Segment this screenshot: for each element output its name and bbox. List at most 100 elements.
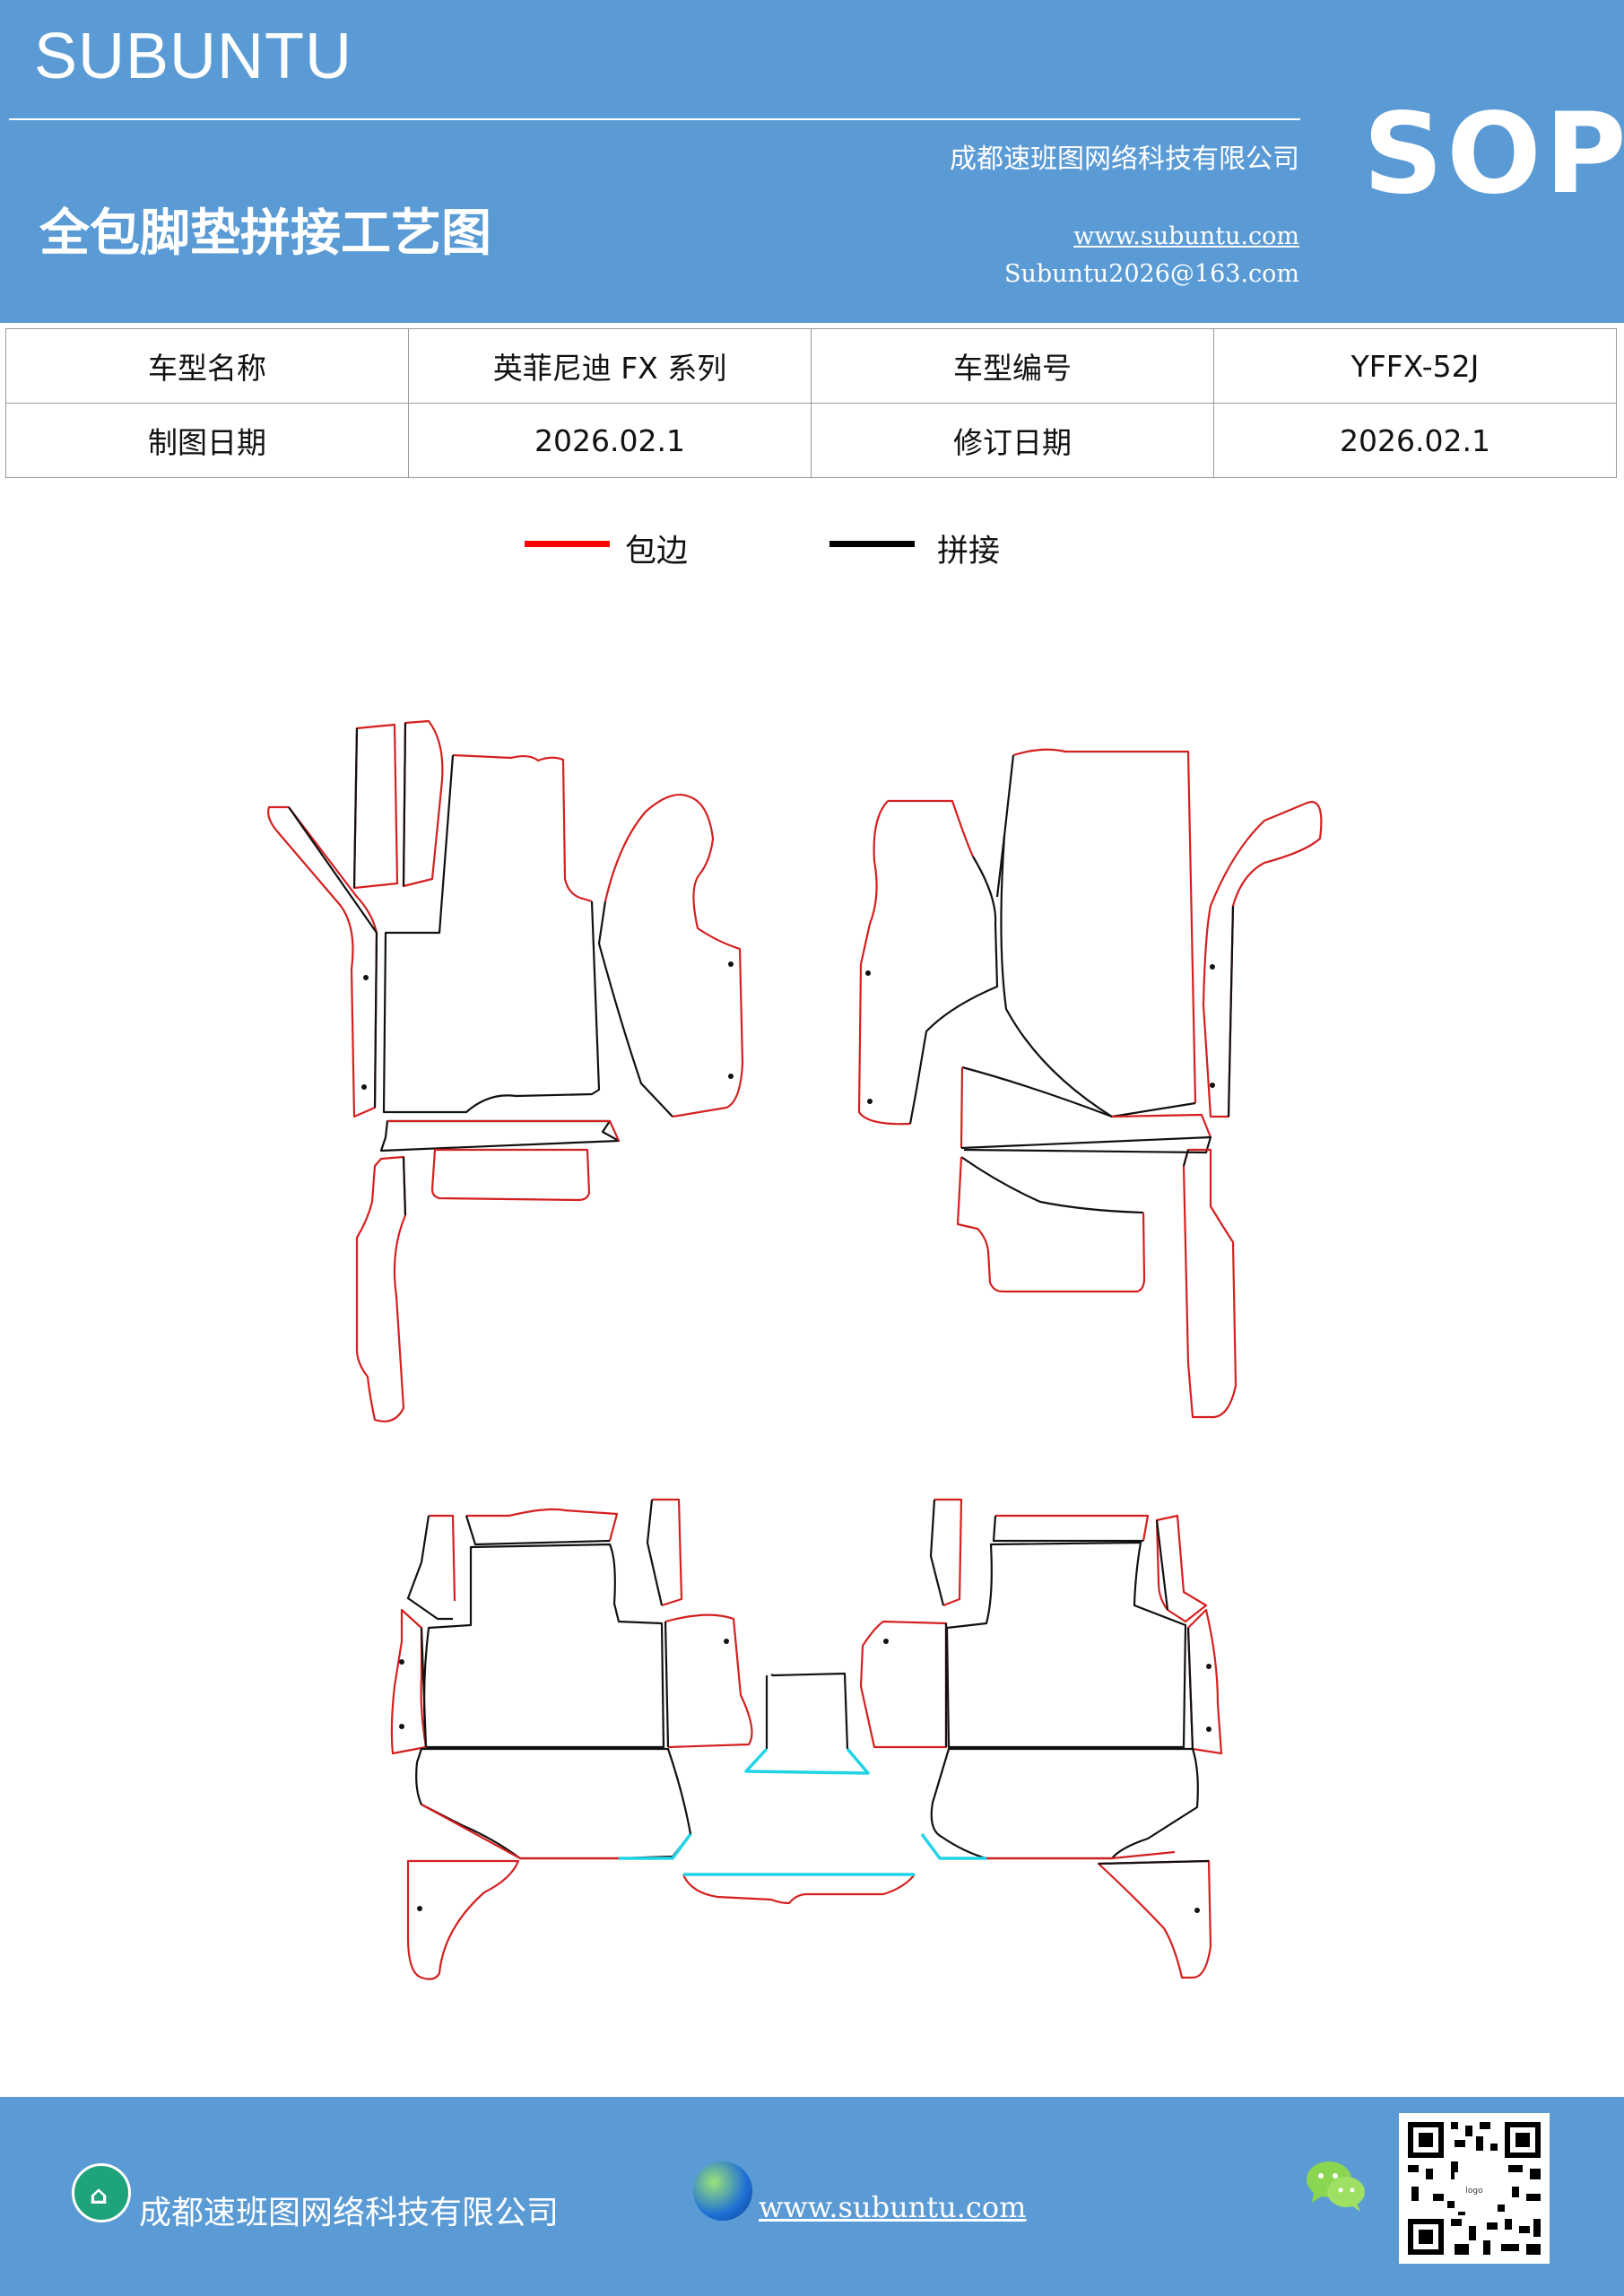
mat-piece xyxy=(956,1156,1146,1293)
header-banner: SUBUNTU 成都速班图网络科技有限公司 SOP 全包脚垫拼接工艺图 www.… xyxy=(0,0,1624,323)
rear-mats xyxy=(390,1498,1223,1980)
mat-piece xyxy=(355,1155,407,1422)
mat-piece xyxy=(1000,754,1196,1118)
mat-piece xyxy=(429,1514,456,1602)
table-cell: 车型编号 xyxy=(811,328,1214,404)
mat-piece xyxy=(1182,1148,1238,1419)
mat-piece xyxy=(402,722,407,887)
mat-piece xyxy=(986,1850,1176,1860)
brand-name: SUBUNTU xyxy=(34,21,353,92)
mat-piece xyxy=(1097,1859,1212,1979)
mat-piece xyxy=(992,1515,1143,1543)
mat-piece xyxy=(682,1874,916,1905)
mat-piece xyxy=(420,1627,428,1748)
footer-bar: ⌂ 成都速班图网络科技有限公司 www.subuntu.com logo xyxy=(0,2097,1624,2296)
sop-label: SOP xyxy=(1363,90,1624,219)
mat-piece xyxy=(430,1148,591,1202)
snap-holes xyxy=(361,961,1215,1913)
table-cell: 2026.02.1 xyxy=(1213,403,1617,478)
globe-icon xyxy=(693,2161,752,2221)
table-cell: 车型名称 xyxy=(5,328,409,404)
legend-label-edge: 包边 xyxy=(625,534,689,570)
mat-piece xyxy=(664,1621,670,1748)
table-row: 车型名称 英菲尼迪 FX 系列 车型编号 YFFX-52J xyxy=(5,328,1617,404)
mat-piece xyxy=(465,1515,611,1546)
front-left-mats xyxy=(267,719,744,1422)
mat-piece xyxy=(406,1859,520,1980)
mat-piece xyxy=(604,793,744,1118)
mat-piece xyxy=(1098,1859,1210,1866)
mat-piece xyxy=(288,806,378,1109)
mat-piece xyxy=(960,1135,1212,1154)
qr-code: logo xyxy=(1399,2113,1550,2264)
mat-piece xyxy=(402,719,444,888)
mat-piece xyxy=(929,1499,945,1606)
mat-piece xyxy=(770,1672,849,1750)
mat-piece xyxy=(1155,1519,1169,1611)
floor-mat-diagram xyxy=(267,719,1323,1980)
mat-piece xyxy=(421,1804,619,1860)
mat-piece xyxy=(920,1832,986,1860)
mat-piece xyxy=(452,753,593,903)
front-right-mats xyxy=(857,748,1323,1419)
table-row: 制图日期 2026.02.1 修订日期 2026.02.1 xyxy=(5,403,1617,478)
website-link[interactable]: www.subuntu.com xyxy=(1073,222,1299,250)
footer-company: 成都速班图网络科技有限公司 xyxy=(139,2195,560,2231)
mat-piece xyxy=(1202,801,1323,1118)
mat-piece xyxy=(960,1066,964,1149)
mat-piece xyxy=(646,1499,664,1606)
mat-piece xyxy=(382,754,601,1114)
mat-piece xyxy=(888,799,974,857)
mat-piece xyxy=(352,727,359,889)
table-cell: 修订日期 xyxy=(811,403,1214,478)
svg-text:logo: logo xyxy=(1465,2187,1483,2196)
mat-piece xyxy=(652,1498,683,1607)
header-divider xyxy=(9,118,1300,120)
mat-piece xyxy=(267,805,378,1118)
mat-piece xyxy=(1111,1113,1212,1138)
mat-piece xyxy=(379,1119,621,1152)
mat-piece xyxy=(422,1543,665,1749)
mat-piece xyxy=(1182,1149,1190,1167)
mat-piece xyxy=(1012,748,1197,1104)
wechat-icon[interactable] xyxy=(1305,2158,1368,2213)
company-name: 成都速班图网络科技有限公司 xyxy=(950,144,1299,175)
mat-piece xyxy=(995,835,1006,898)
mat-piece xyxy=(857,800,911,1126)
table-cell: YFFX-52J xyxy=(1213,328,1617,404)
mat-piece xyxy=(1227,905,1235,1118)
table-cell: 英菲尼迪 FX 系列 xyxy=(408,328,812,404)
mat-piece xyxy=(415,1747,692,1860)
info-table: 车型名称 英菲尼迪 FX 系列 车型编号 YFFX-52J 制图日期 2026.… xyxy=(5,328,1617,478)
mat-piece xyxy=(597,900,673,1118)
mat-piece xyxy=(1186,1608,1223,1755)
mat-piece xyxy=(664,1613,753,1749)
mat-piece xyxy=(744,1747,870,1775)
mat-piece xyxy=(1186,1627,1194,1750)
mat-piece xyxy=(390,1608,428,1755)
mat-piece xyxy=(406,1515,453,1621)
mat-piece xyxy=(961,1065,1113,1118)
mat-piece xyxy=(945,1541,1187,1749)
mat-piece xyxy=(387,1119,621,1142)
mat-piece xyxy=(402,1156,407,1216)
mat-piece xyxy=(859,1620,948,1749)
legend: 包边 拼接 xyxy=(0,520,1624,574)
page-title: 全包脚垫拼接工艺图 xyxy=(39,204,491,263)
mat-piece xyxy=(352,723,399,890)
mat-piece xyxy=(930,1747,1199,1860)
legend-label-seam: 拼接 xyxy=(937,534,1001,570)
email-address: Subuntu2026@163.com xyxy=(1004,260,1299,288)
mat-piece xyxy=(960,1156,1144,1214)
table-cell: 制图日期 xyxy=(5,403,409,478)
mat-piece xyxy=(908,856,999,1125)
mat-piece xyxy=(934,1498,963,1607)
footer-website-link[interactable]: www.subuntu.com xyxy=(759,2190,1027,2224)
building-icon: ⌂ xyxy=(72,2163,131,2222)
table-cell: 2026.02.1 xyxy=(408,403,812,478)
mat-piece xyxy=(995,1514,1150,1542)
legend-swatch-seam xyxy=(829,541,915,547)
mat-piece xyxy=(619,1832,692,1860)
mat-piece xyxy=(466,1508,619,1542)
legend-swatch-edge xyxy=(525,541,610,547)
